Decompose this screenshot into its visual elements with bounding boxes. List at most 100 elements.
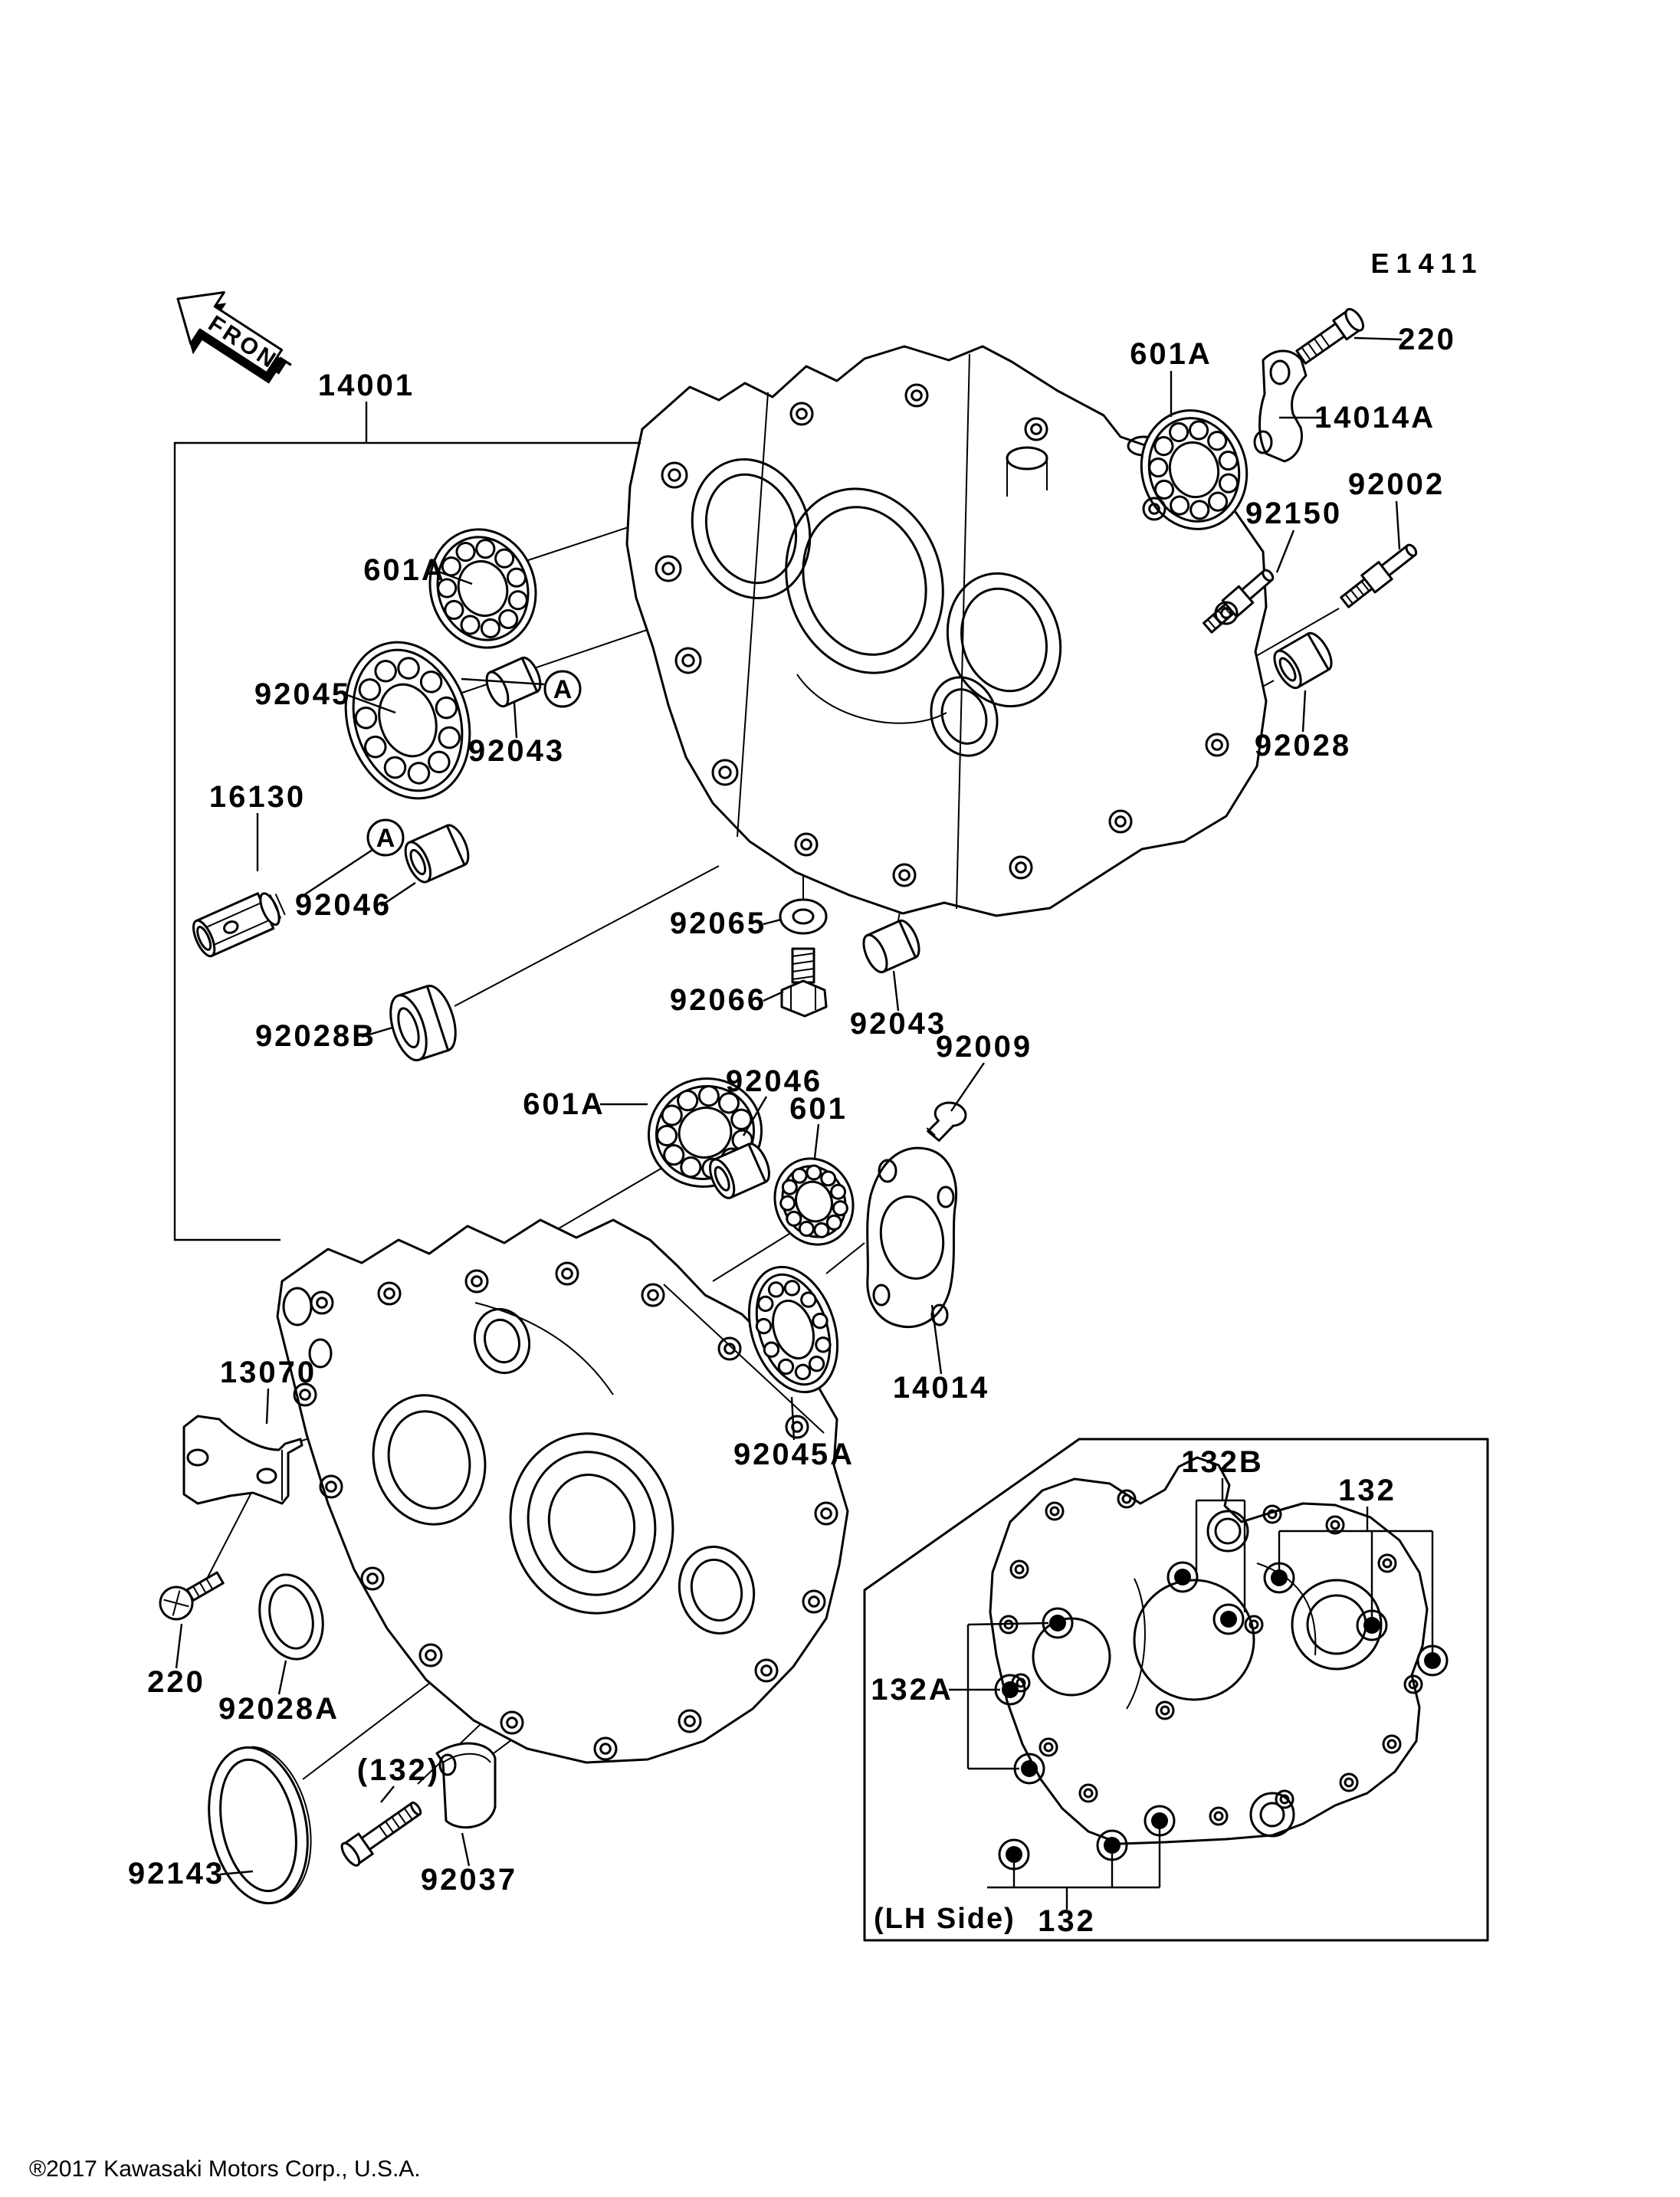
leader-line-92009 (950, 1062, 985, 1112)
part-label-132: 132 (1038, 1904, 1096, 1938)
ring-92143-drawing (208, 1746, 312, 1905)
part-label-92028: 92028 (1255, 729, 1351, 762)
bearing-ball (1153, 479, 1175, 500)
part-label-601A: 601A (363, 553, 446, 587)
bolt-hole (555, 1261, 579, 1286)
inset-bolt-boss (1212, 1603, 1245, 1635)
bolt-hole-inner (800, 838, 812, 851)
bearing-ball (460, 615, 481, 635)
bearing-ball (661, 1104, 683, 1126)
bolt-hole-inner (1220, 607, 1232, 619)
part-label-92043: 92043 (468, 734, 565, 768)
bolt-hole-inner (724, 1343, 736, 1355)
bearing-ball (358, 678, 382, 701)
part-label-601A: 601A (1130, 337, 1212, 371)
bolt-hole (1244, 1615, 1264, 1635)
bolt-hole-inner (668, 468, 681, 482)
bolt-hole (464, 1269, 489, 1294)
bolt-hole-inner (760, 1664, 773, 1677)
part-label-601: 601 (789, 1092, 848, 1126)
part-label-92045: 92045 (254, 677, 351, 711)
bearing-ball (506, 567, 527, 588)
callout-circles-group: AA (366, 670, 582, 857)
bearing-ball (808, 1356, 825, 1372)
bolt-hole (1339, 1772, 1359, 1792)
inset-bolt-dot (1174, 1569, 1191, 1585)
bolt-hole (754, 1658, 779, 1683)
bolt-hole (1377, 1553, 1397, 1573)
bolt-hole-inner (791, 1421, 803, 1433)
bolt-hole-inner (898, 869, 911, 881)
inset-bolt-dot (1424, 1652, 1441, 1669)
bolt-hole-inner (325, 1481, 337, 1493)
bolt-hole-inner (1213, 1811, 1224, 1822)
bolt-hole (418, 1643, 443, 1667)
bushing-front-face (862, 933, 888, 974)
bearing-ball (498, 608, 519, 630)
bushing-drawing (404, 824, 470, 884)
part-label-92028A: 92028A (218, 1692, 340, 1726)
bushing-bore (714, 1166, 730, 1192)
bolt-hole (1382, 1734, 1402, 1754)
part-label-220: 220 (147, 1665, 205, 1699)
leader-line-132A (967, 1622, 1049, 1626)
bolt-hole (794, 832, 819, 857)
bolt-hole-inner (1049, 1506, 1060, 1517)
bearing-ball (428, 750, 451, 774)
bolt-hole (1214, 601, 1239, 625)
bolt-hole-inner (1330, 1520, 1340, 1530)
inset-bolt-dots-group (994, 1561, 1449, 1871)
bearing-ball (786, 1210, 802, 1227)
leader-lines-group (173, 336, 1434, 1910)
bolt-hole (678, 1709, 702, 1733)
bolt-hole-inner (1014, 1564, 1025, 1575)
bolt-hole (360, 1566, 385, 1591)
leader-line-92150 (1275, 530, 1295, 573)
leader-line-92028 (1301, 690, 1307, 733)
bolt-hole-inner (820, 1507, 832, 1520)
bolt-hole (293, 1382, 317, 1407)
part-label-92046: 92046 (295, 888, 392, 922)
bolt-hole-inner (1015, 861, 1027, 874)
bearing-ball (407, 762, 431, 785)
inset-bolt-dot (1104, 1837, 1121, 1854)
bearing-drawing (344, 641, 471, 800)
leader-line-92046 (380, 882, 416, 907)
leader-line-92143 (219, 1870, 254, 1876)
bushing-bore (397, 1007, 420, 1049)
bolt-hole (377, 1281, 402, 1306)
bearing-ball (757, 1295, 774, 1313)
bearing-race (352, 648, 464, 792)
part-label-16130: 16130 (209, 780, 306, 814)
leader-line-13070 (265, 1388, 270, 1425)
inset-bolt-dot (1151, 1812, 1168, 1829)
bolt-hole-inner (1121, 1494, 1132, 1504)
bolt-hole-inner (1344, 1777, 1354, 1788)
bolt-hole (1325, 1515, 1345, 1535)
bearing-ball (1189, 420, 1209, 441)
bearing-ball (730, 1108, 753, 1130)
bushing-bore (1278, 657, 1297, 682)
part-label-92046: 92046 (726, 1064, 822, 1098)
part-label-92028B: 92028B (255, 1019, 376, 1053)
bearing-ball (494, 548, 515, 569)
copyright-text: ®2017 Kawasaki Motors Corp., U.S.A. (29, 2156, 421, 2182)
bolt-hole-inner (316, 1297, 328, 1309)
part-label-92065: 92065 (670, 907, 766, 940)
callout-circle (366, 818, 405, 857)
bolt-hole (1205, 733, 1229, 757)
bolt-hole-inner (684, 1715, 696, 1727)
leader-line-92043 (892, 970, 900, 1012)
bearing-ball (1207, 431, 1228, 451)
bearing-drawing (647, 1077, 763, 1188)
bearing-ball (830, 1183, 847, 1200)
bearing-ball (820, 1170, 837, 1187)
bearing-ball (777, 1358, 795, 1376)
bolt-hole (500, 1710, 524, 1735)
bearing-ball (1148, 457, 1169, 478)
bolt-92066-drawing (780, 947, 828, 1018)
leader-line-(132) (380, 1785, 395, 1803)
inset-bolt-dot (1220, 1611, 1237, 1628)
inset-bolt-dot (1002, 1681, 1019, 1698)
bearing-bore (678, 1107, 733, 1159)
